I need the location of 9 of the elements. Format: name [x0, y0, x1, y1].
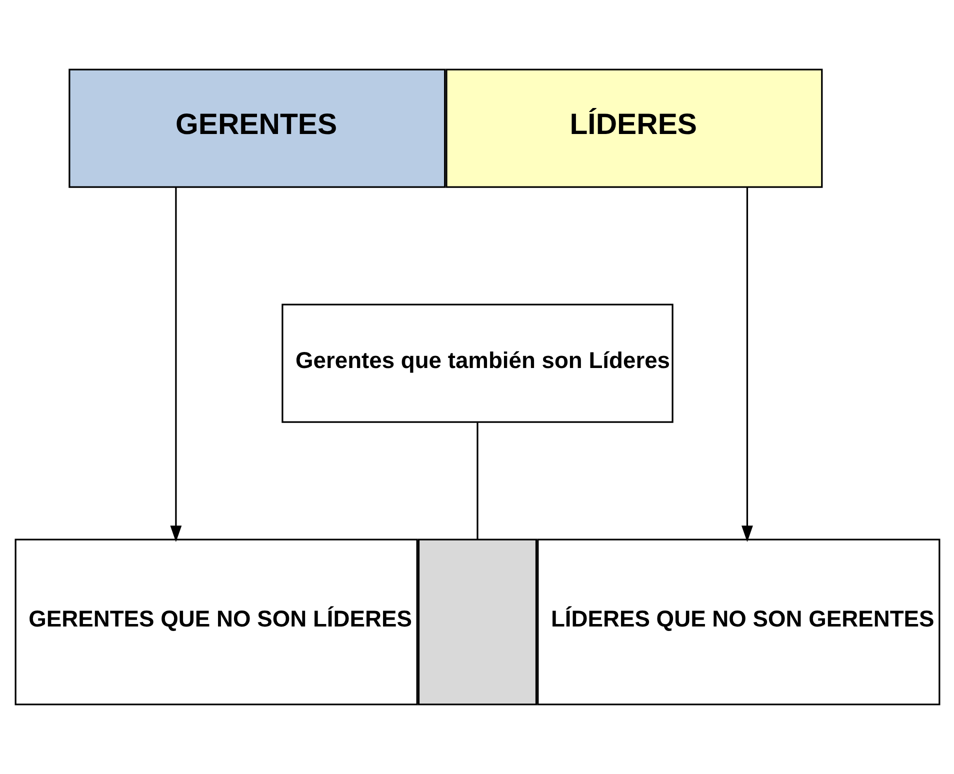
connector — [476, 422, 478, 540]
arrow — [741, 187, 752, 542]
node-box: GERENTES QUE NO SON LÍDERES — [14, 538, 418, 706]
arrow — [170, 187, 182, 542]
node-box — [417, 538, 537, 706]
node-box: LÍDERES QUE NO SON GERENTES — [536, 538, 940, 706]
node-box: GERENTES — [68, 68, 446, 188]
node-box: Gerentes que también son Líderes — [281, 304, 673, 423]
node-box: LÍDERES — [445, 68, 822, 188]
